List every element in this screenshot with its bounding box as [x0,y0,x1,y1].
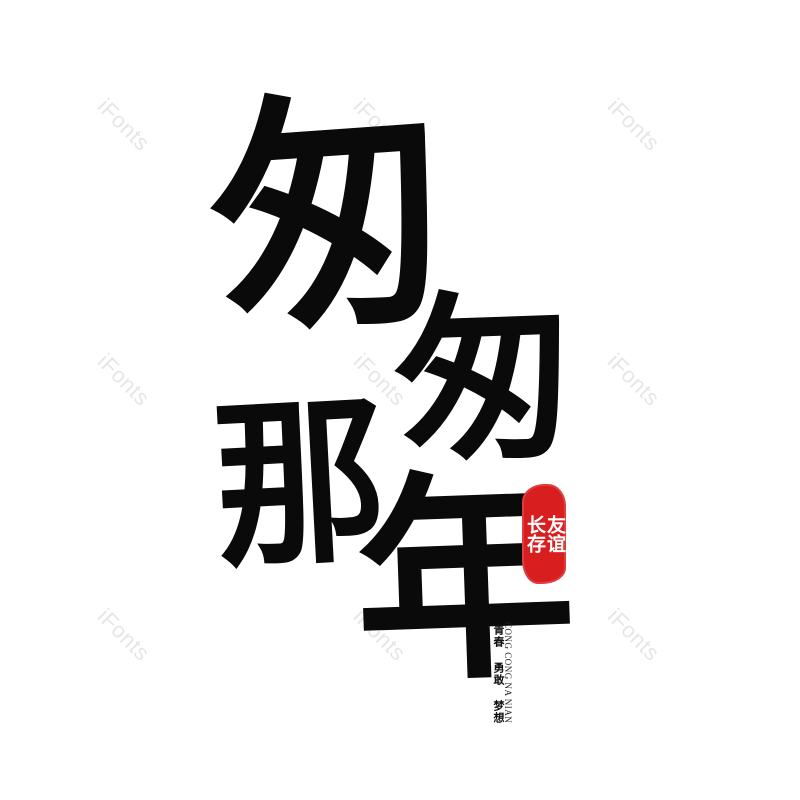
watermark: iFonts [92,348,155,411]
motto-caption: 青春 勇敢 梦想 [492,624,505,724]
seal-text-group: 友谊 长存 [524,515,566,553]
watermark: iFonts [602,603,665,666]
watermark: iFonts [602,348,665,411]
watermark: iFonts [92,603,155,666]
red-seal-stamp: 友谊 长存 [522,484,566,584]
watermark: iFonts [92,93,155,156]
seal-text-right: 友谊 [543,515,566,553]
calligraphy-char-cong-2: 匆 [391,270,579,489]
seal-text-left: 长存 [524,515,546,553]
pinyin-caption: CONG CONG NA NIAN [503,622,513,724]
watermark: iFonts [602,93,665,156]
